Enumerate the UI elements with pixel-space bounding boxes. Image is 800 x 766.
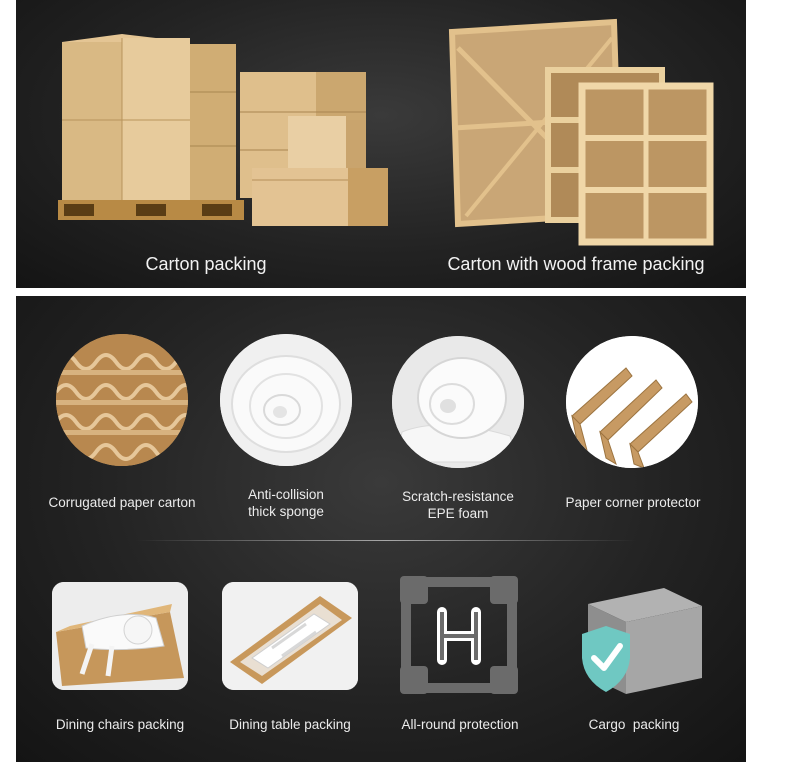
- sponge-caption: Anti-collision thick sponge: [200, 486, 372, 520]
- epe-foam-roll-icon: [392, 336, 524, 468]
- epe-foam-caption-line2: EPE foam: [427, 506, 489, 521]
- cargo-box-shield-icon: [554, 582, 704, 698]
- dining-chairs-caption: Dining chairs packing: [55, 717, 185, 732]
- chair-in-box-icon: [52, 582, 188, 690]
- epe-foam-caption: Scratch-resistance EPE foam: [372, 488, 544, 522]
- stacked-cartons-pallet-icon: [52, 28, 392, 238]
- sponge-roll-icon: [220, 334, 352, 466]
- epe-foam-caption-line1: Scratch-resistance: [402, 489, 514, 504]
- paper-corner-protector-icon: [566, 336, 698, 468]
- carton-options-panel: Carton packing Carton with wood frame pa…: [16, 0, 746, 288]
- carton-packing-caption: Carton packing: [145, 254, 267, 274]
- table-in-box-icon: [222, 582, 358, 690]
- sponge-caption-line2: thick sponge: [248, 504, 324, 519]
- wood-frame-crate-icon: [444, 18, 714, 246]
- section-divider: [136, 540, 636, 541]
- corrugated-cardboard-icon: [56, 334, 188, 466]
- wood-frame-packing-caption: Carton with wood frame packing: [447, 254, 705, 274]
- all-round-protection-icon: [400, 576, 518, 694]
- packing-materials-panel: Corrugated paper carton Anti-collision t…: [16, 296, 746, 762]
- all-round-protection-caption: All-round protection: [401, 717, 519, 732]
- corrugated-carton-caption: Corrugated paper carton: [48, 495, 196, 510]
- dining-table-caption: Dining table packing: [229, 717, 351, 732]
- corner-protector-caption: Paper corner protector: [565, 495, 701, 510]
- sponge-caption-line1: Anti-collision: [248, 487, 324, 502]
- cargo-packing-caption: Cargo packing: [588, 717, 680, 732]
